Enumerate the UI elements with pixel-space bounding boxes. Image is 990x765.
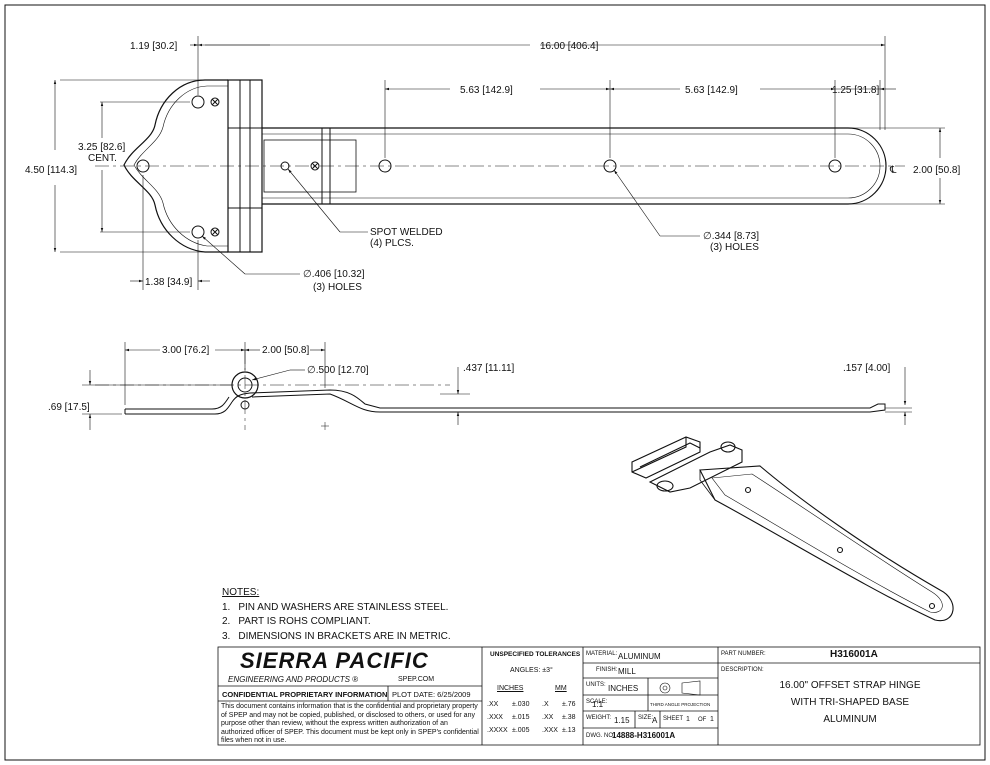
description-line: ALUMINUM xyxy=(823,714,877,725)
mm-heading: MM xyxy=(555,685,567,692)
dwg-number: 14888-H316001A xyxy=(612,731,676,740)
hole-406-count: (3) HOLES xyxy=(313,282,362,293)
title-block-frame xyxy=(217,646,981,746)
tolerance-table: .XX±.030.X±.76 .XXX±.015.XX±.38 .XXXX±.0… xyxy=(487,698,582,737)
company-name: SIERRA PACIFIC xyxy=(240,648,429,673)
description: 16.00" OFFSET STRAP HINGE WITH TRI-SHAPE… xyxy=(722,677,978,728)
finish-value: MILL xyxy=(618,667,636,676)
dwg-label: DWG. NO. xyxy=(586,733,615,739)
centerline-symbol: ℄ xyxy=(889,165,897,176)
projection-label: THIRD ANGLE PROJECTION xyxy=(650,702,711,707)
side-dimensions xyxy=(82,342,912,430)
notes-section: NOTES: 1.PIN AND WASHERS ARE STAINLESS S… xyxy=(222,586,451,644)
part-number-label: PART NUMBER: xyxy=(721,651,766,657)
sheet-border xyxy=(4,4,986,761)
description-line: 16.00" OFFSET STRAP HINGE xyxy=(779,680,921,691)
dimension-labels: 1.19 [30.2] 16.00 [406.4] 5.63 [142.9] 5… xyxy=(25,41,960,413)
tolerances-heading: UNSPECIFIED TOLERANCES xyxy=(490,651,581,658)
weight-label: WEIGHT: xyxy=(586,715,611,721)
spot-weld-label: SPOT WELDED xyxy=(370,227,443,238)
dim-2-00: 2.00 [50.8] xyxy=(913,165,960,176)
confidential-label: CONFIDENTIAL PROPRIETARY INFORMATION xyxy=(222,690,388,699)
units-label: UNITS: xyxy=(586,682,606,688)
notes-heading: NOTES: xyxy=(222,587,260,598)
description-line: WITH TRI-SHAPED BASE xyxy=(790,697,910,708)
note-item: 3.DIMENSIONS IN BRACKETS ARE IN METRIC. xyxy=(222,630,451,642)
dim-2-00-side: 2.00 [50.8] xyxy=(262,345,309,356)
material-label: MATERIAL: xyxy=(586,651,618,657)
material-value: ALUMINUM xyxy=(618,652,661,661)
dim-437: .437 [11.11] xyxy=(463,363,515,374)
tolerance-row: .XXX±.015.XX±.38 xyxy=(487,714,576,721)
hole-344-label: ∅.344 [8.73] xyxy=(703,231,759,242)
scale-label: SCALE: xyxy=(586,699,608,705)
finish-label: FINISH: xyxy=(596,667,618,673)
dim-4-50: 4.50 [114.3] xyxy=(25,165,77,176)
company-website: SPEP.COM xyxy=(398,676,435,683)
units-value: INCHES xyxy=(608,684,639,693)
dim-500: ∅.500 [12.70] xyxy=(307,365,369,376)
top-dimensions xyxy=(53,36,945,290)
side-view xyxy=(95,350,886,430)
tolerance-row: .XX±.030.X±.76 xyxy=(487,701,576,708)
dim-5-63-a: 5.63 [142.9] xyxy=(460,85,513,96)
scale-value: 1:1 xyxy=(592,700,604,709)
of-label: OF xyxy=(698,717,707,723)
disclaimer-text: This document contains information that … xyxy=(221,703,479,745)
dim-3-25: 3.25 [82.6] xyxy=(78,142,125,153)
plot-date: PLOT DATE: 6/25/2009 xyxy=(392,690,471,699)
sheet-label: SHEET xyxy=(663,716,684,722)
inches-heading: INCHES xyxy=(497,685,524,692)
dim-1-38: 1.38 [34.9] xyxy=(145,277,192,288)
angles-tolerance: ANGLES: ±3° xyxy=(510,667,553,674)
of-value: 1 xyxy=(710,716,714,723)
part-number: H316001A xyxy=(830,649,878,660)
company-subtitle: ENGINEERING AND PRODUCTS ® xyxy=(228,675,359,684)
tolerance-row: .XXXX±.005.XXX±.13 xyxy=(487,727,576,734)
dim-1-19: 1.19 [30.2] xyxy=(130,41,177,52)
isometric-view xyxy=(631,436,954,622)
size-label: SIZE: xyxy=(638,715,654,721)
dim-16-00: 16.00 [406.4] xyxy=(540,41,599,52)
dim-cent: CENT. xyxy=(88,153,117,164)
dim-69: .69 [17.5] xyxy=(48,402,90,413)
note-item: 1.PIN AND WASHERS ARE STAINLESS STEEL. xyxy=(222,601,449,613)
hole-406-label: ∅.406 [10.32] xyxy=(303,269,365,280)
spot-weld-count: (4) PLCS. xyxy=(370,238,414,249)
description-label: DESCRIPTION: xyxy=(721,667,764,673)
dim-3-00: 3.00 [76.2] xyxy=(162,345,209,356)
dim-1-25: 1.25 [31.8] xyxy=(832,85,879,96)
sheet-value: 1 xyxy=(686,716,690,723)
weight-value: 1.15 xyxy=(614,716,630,725)
dim-5-63-b: 5.63 [142.9] xyxy=(685,85,738,96)
dim-157: .157 [4.00] xyxy=(843,363,890,374)
note-item: 2.PART IS ROHS COMPLIANT. xyxy=(222,616,371,627)
top-view xyxy=(95,79,905,253)
hole-344-count: (3) HOLES xyxy=(710,242,759,253)
size-value: A xyxy=(652,716,658,725)
